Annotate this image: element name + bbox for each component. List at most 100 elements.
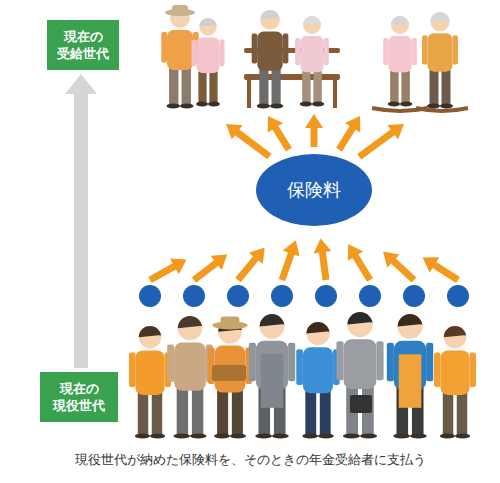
person-figure <box>295 16 329 107</box>
vegetable-basket <box>212 365 246 381</box>
person-shoe <box>272 434 289 439</box>
person-figure <box>192 18 225 107</box>
person-head <box>260 10 280 30</box>
person-shoe <box>150 434 165 439</box>
person-body <box>303 347 333 393</box>
person-body <box>174 342 206 390</box>
person-leg <box>259 67 268 105</box>
person-shoe <box>166 104 180 109</box>
payment-arrow <box>314 238 332 280</box>
person-body <box>440 350 469 395</box>
payout-arrow <box>357 124 404 160</box>
person-figure <box>383 16 417 107</box>
person-head <box>199 18 217 36</box>
person-body <box>344 339 377 389</box>
person-shoe <box>196 102 208 107</box>
person-arm <box>383 38 388 65</box>
person-hair <box>430 12 449 22</box>
person-leg <box>152 391 162 435</box>
person-arm <box>412 38 417 65</box>
generation-box: 現在の 受給世代 <box>47 20 119 70</box>
person-head <box>391 16 409 34</box>
person-hair <box>260 314 285 326</box>
person-hair <box>260 10 280 20</box>
person-arm <box>295 38 300 65</box>
contribution-dot <box>227 285 249 307</box>
person-arm <box>324 38 329 65</box>
person-leg <box>217 388 228 435</box>
person-leg <box>232 388 243 435</box>
person-head <box>260 314 285 339</box>
person-figure <box>252 10 289 109</box>
person-leg <box>441 68 450 105</box>
briefcase <box>350 395 372 413</box>
person-leg <box>457 391 467 435</box>
payment-arrow <box>279 240 300 281</box>
person-hair <box>347 312 372 325</box>
person-figure <box>336 312 383 439</box>
person-hair <box>391 16 409 25</box>
person-body <box>135 350 164 395</box>
person-hair <box>444 326 466 337</box>
person-shoe <box>318 434 334 439</box>
person-arm <box>426 343 433 381</box>
generation-label: 現在の 現役世代 <box>40 380 118 414</box>
person-shoe <box>257 104 270 109</box>
person-hair <box>306 322 329 334</box>
generation-box: 現在の 現役世代 <box>40 372 118 422</box>
person-shoe <box>312 102 324 107</box>
person-arm <box>470 352 476 386</box>
person-shoe <box>360 434 377 439</box>
person-figure <box>208 316 252 438</box>
person-body <box>300 36 323 72</box>
person-shoe <box>190 434 206 439</box>
person-leg <box>302 68 310 103</box>
person-shoe <box>400 102 412 107</box>
payment-arrow <box>348 244 373 282</box>
person-hair <box>139 326 161 337</box>
person-head <box>303 16 321 34</box>
payout-arrow <box>336 116 360 152</box>
person-shoe <box>214 434 230 439</box>
person-arm <box>387 343 394 381</box>
person-shoe <box>440 104 453 109</box>
people-illustration <box>129 5 476 439</box>
premium-ellipse: 保険料 <box>256 154 372 226</box>
person-shoe <box>410 434 427 439</box>
person-arm <box>161 32 167 63</box>
person-leg <box>430 68 439 105</box>
payment-arrow <box>148 259 186 284</box>
person-leg <box>198 69 206 103</box>
person-shoe <box>343 434 360 439</box>
person-arm <box>219 40 224 67</box>
rocking-chair <box>372 108 468 111</box>
person-arm <box>434 352 440 386</box>
person-leg <box>320 389 331 435</box>
person-shoe <box>427 104 440 109</box>
person-arm <box>288 343 295 381</box>
person-leg <box>305 389 316 435</box>
payment-arrow <box>192 254 227 282</box>
person-body <box>428 33 453 71</box>
person-figure <box>434 326 476 439</box>
person-shoe <box>388 102 400 107</box>
contribution-dot <box>271 285 293 307</box>
person-head <box>430 12 449 31</box>
person-body <box>388 36 411 72</box>
person-shoe <box>300 102 312 107</box>
person-arm <box>452 35 457 64</box>
person-shoe <box>270 104 283 109</box>
person-head <box>178 316 202 340</box>
generation-arrow <box>65 74 97 368</box>
bench-seat <box>244 74 340 80</box>
person-head <box>398 314 423 339</box>
person-figure <box>129 326 171 439</box>
ellipse-fill <box>256 154 372 226</box>
payout-arrow <box>226 124 272 159</box>
payment-arrow <box>423 257 460 283</box>
edge-layer <box>65 74 97 368</box>
contribution-dot <box>359 285 381 307</box>
arrow-shape <box>65 74 97 368</box>
payout-arrow <box>305 114 323 147</box>
